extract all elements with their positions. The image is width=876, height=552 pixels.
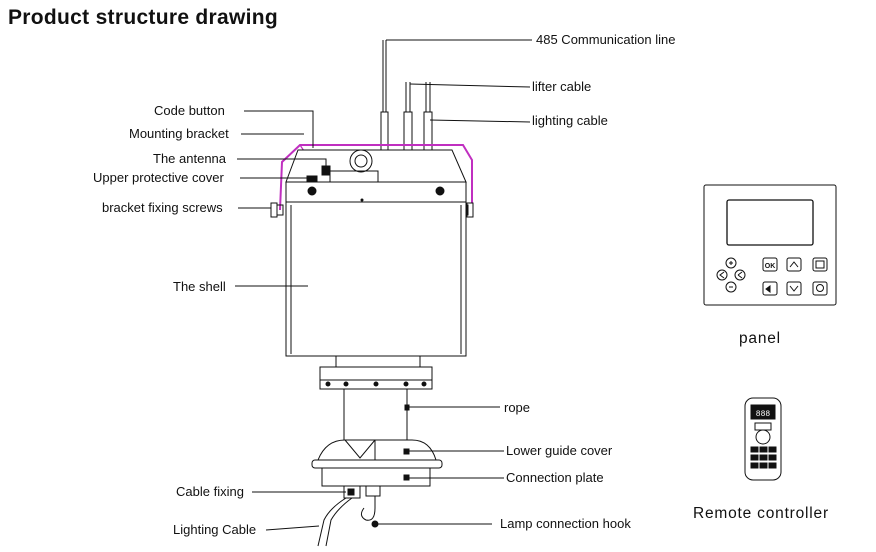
label-antenna: The antenna [153,151,227,166]
lower-guide-cover [317,439,437,461]
label-lower-guide-cover: Lower guide cover [506,443,613,458]
page-title: Product structure drawing [8,6,279,29]
shell-body [285,201,467,357]
label-comm-line: 485 Communication line [536,32,676,47]
label-cable-fixing: Cable fixing [176,484,244,499]
label-bracket-screws: bracket fixing screws [102,200,223,215]
remote-display-text: 888 [756,410,771,419]
lamp-hook [360,496,376,521]
panel-device [703,184,837,306]
label-lifter-cable: lifter cable [532,79,592,94]
remote-caption: Remote controller [693,505,829,522]
panel-caption: panel [739,330,781,347]
label-mounting-bracket: Mounting bracket [129,126,229,141]
lighting-cable-bottom [317,497,347,547]
label-upper-cover: Upper protective cover [93,170,224,185]
label-rope: rope [504,400,531,415]
connection-plate [321,467,431,487]
remote-device [744,397,782,481]
label-shell: The shell [173,279,226,294]
label-lighting-cable-bottom: Lighting Cable [173,522,257,537]
label-lighting-cable-top: lighting cable [532,113,608,128]
panel-ok-label: OK [765,263,776,270]
label-code-button: Code button [154,103,225,118]
label-lamp-hook: Lamp connection hook [500,516,631,531]
label-connection-plate: Connection plate [506,470,604,485]
mounting-bracket [279,144,473,211]
